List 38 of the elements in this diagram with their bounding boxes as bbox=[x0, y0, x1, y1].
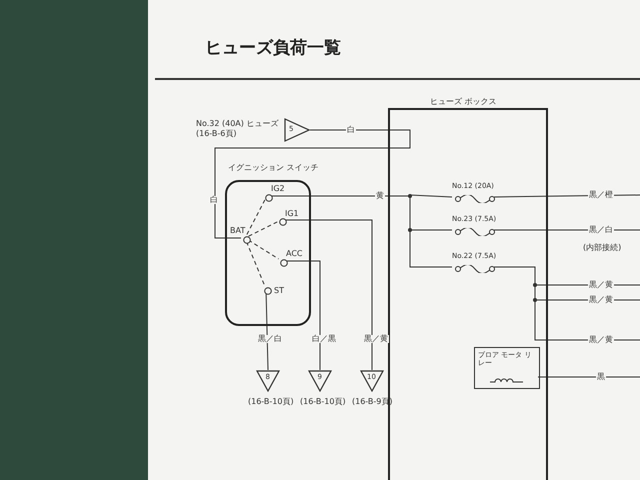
page-reference: (16-B-10頁) bbox=[248, 398, 294, 406]
switch-contact-line bbox=[246, 241, 265, 286]
terminal-label: IG2 bbox=[271, 185, 285, 193]
wire bbox=[214, 130, 410, 238]
page-title: ヒューズ負荷一覧 bbox=[205, 40, 341, 57]
switch-contact-line bbox=[246, 199, 266, 235]
fuse-box-outline bbox=[388, 108, 548, 480]
wire-color-label: 黒 bbox=[596, 373, 606, 381]
switch-contact-line bbox=[248, 240, 280, 260]
wire-color-label: 黄 bbox=[375, 192, 385, 200]
fuse-box-label: ヒューズ ボックス bbox=[430, 98, 497, 106]
note-label: (内部接続) bbox=[582, 244, 622, 252]
wire-color-label: 黒／白 bbox=[588, 226, 614, 234]
switch-outline bbox=[225, 180, 311, 326]
wire-color-label: 黒／黄 bbox=[588, 296, 614, 304]
wire bbox=[284, 220, 372, 370]
terminal-label: IG1 bbox=[285, 210, 299, 218]
terminal-label: ST bbox=[274, 287, 284, 295]
wire bbox=[286, 260, 320, 370]
wire-color-label: 黒／黄 bbox=[363, 335, 389, 343]
wire-color-label: 黒／白 bbox=[257, 335, 283, 343]
wire-color-label: 黒／黄 bbox=[588, 336, 614, 344]
wire-color-label: 黒／橙 bbox=[588, 191, 614, 199]
wire bbox=[494, 266, 640, 340]
relay-outline bbox=[474, 347, 540, 389]
wire bbox=[538, 376, 640, 378]
page-reference: (16-B-10頁) bbox=[300, 398, 346, 406]
wire-color-label: 白／黒 bbox=[311, 335, 337, 343]
terminal-label: BAT bbox=[230, 227, 246, 235]
terminal-label: ACC bbox=[286, 250, 303, 258]
page-reference: (16-B-6頁) bbox=[196, 130, 236, 138]
wire-color-label: 白 bbox=[346, 126, 356, 134]
wire bbox=[266, 292, 268, 370]
switch-label: イグニッション スイッチ bbox=[228, 164, 319, 172]
switch-contact-line bbox=[248, 221, 278, 237]
wire-color-label: 白 bbox=[209, 196, 219, 204]
wire-color-label: 黒／黄 bbox=[588, 281, 614, 289]
page-reference: No.32 (40A) ヒューズ bbox=[196, 120, 278, 128]
